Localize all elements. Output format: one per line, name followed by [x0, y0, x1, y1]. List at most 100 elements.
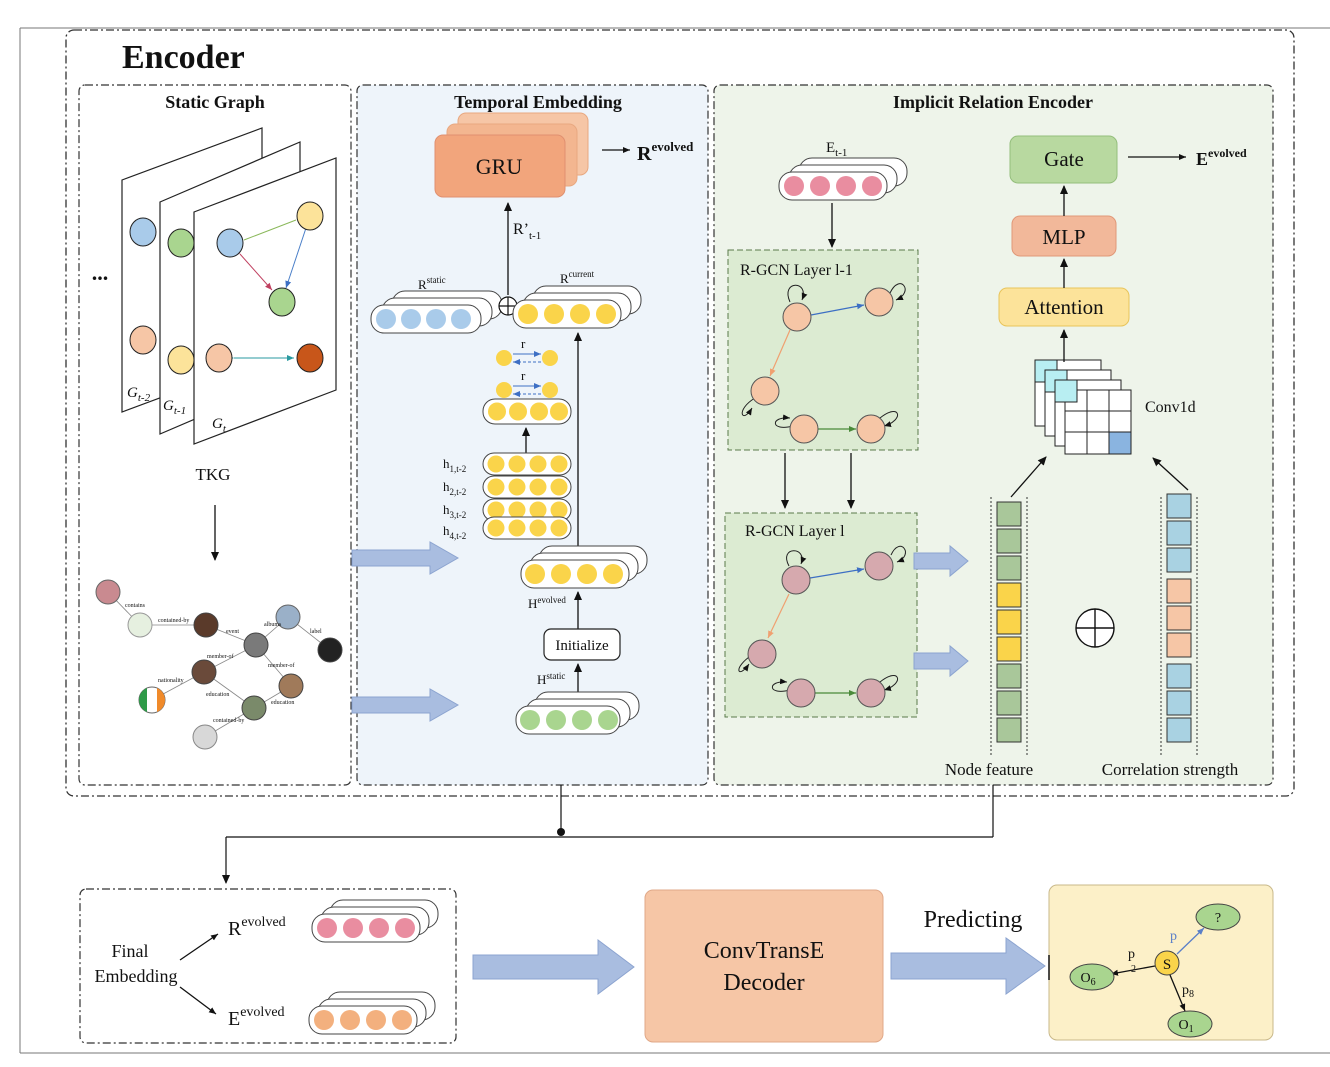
rgcn-layer-l-1	[727, 249, 919, 451]
node-feature-label: Node feature	[945, 760, 1033, 779]
h-row-label: h4,t-2	[443, 523, 466, 541]
flow-arrow	[351, 541, 460, 575]
svg-text:label: label	[310, 629, 322, 635]
subject-node	[1154, 950, 1180, 976]
rgcn-l-label: R-GCN Layer l	[745, 523, 845, 540]
flow-arrow	[913, 544, 969, 578]
static-graph-title: Static Graph	[165, 92, 265, 112]
svg-text:nationality: nationality	[158, 678, 184, 684]
object-node-o6	[1069, 963, 1115, 991]
conv1d-label: Conv1d	[1145, 399, 1196, 416]
h-row-label: h2,t-2	[443, 479, 466, 497]
predicting-label: Predicting	[924, 907, 1023, 933]
h-static-stack	[515, 691, 640, 735]
flow-arrow	[913, 644, 969, 678]
svg-text:education: education	[271, 700, 294, 706]
final-embedding-title-1: Final	[111, 941, 148, 961]
encoder-frame	[65, 29, 1295, 797]
graph-node	[205, 343, 233, 373]
graph-node	[296, 343, 324, 373]
svg-text:member-of: member-of	[268, 662, 295, 669]
graph-node	[268, 287, 296, 317]
decoder-block	[644, 889, 884, 1043]
r-prime-label: R’t-1	[513, 221, 541, 242]
flow-arrow	[472, 939, 635, 995]
gru-block	[434, 134, 566, 198]
mlp-label: MLP	[1042, 225, 1085, 249]
final-e-evolved: Eevolved	[228, 1005, 285, 1030]
tkg-label: TKG	[196, 465, 231, 484]
rgcn-graph-1	[741, 283, 906, 444]
graph-node	[167, 228, 195, 258]
r-static-label: Rstatic	[418, 275, 446, 292]
e-prev-stack	[778, 157, 908, 201]
temporal-embedding-panel: Temporal Embedding GRU Revolved R’t-1 Rs…	[356, 84, 709, 786]
svg-text:O6: O6	[1080, 971, 1095, 988]
conv1d-stack	[1034, 359, 1132, 455]
decoder-line2: Decoder	[723, 970, 804, 996]
flow-arrow	[890, 937, 1046, 995]
correlation-strength-label: Correlation strength	[1102, 760, 1239, 779]
r-static-stack	[370, 290, 503, 334]
query-node	[1195, 903, 1241, 931]
svg-text:p: p	[1170, 929, 1177, 944]
svg-text:event: event	[226, 629, 239, 635]
r-current-stack	[512, 285, 642, 329]
r-current-label: Rcurrent	[560, 269, 595, 286]
flag-icon	[138, 686, 166, 714]
rgcn-layer-l	[724, 512, 918, 718]
static-graph-panel: Static Graph ... Gt-2 Gt-1 Gt TKG	[78, 84, 352, 786]
node-feature-column	[990, 497, 1028, 755]
svg-text:albums: albums	[264, 622, 282, 628]
gru-label: GRU	[476, 154, 523, 179]
gate-block	[1009, 135, 1118, 184]
e-prev-label: Et-1	[826, 140, 847, 159]
svg-text:contained-by: contained-by	[158, 618, 189, 624]
final-r-evolved: Revolved	[228, 915, 286, 940]
svg-text:member-of: member-of	[207, 653, 234, 660]
flow-arrow	[351, 688, 460, 722]
h-static-label: Hstatic	[537, 671, 565, 687]
final-e-stack	[308, 991, 436, 1035]
svg-text:r: r	[521, 336, 526, 351]
graph-node	[129, 325, 157, 355]
svg-text:contained-by: contained-by	[213, 718, 244, 724]
object-node-o1	[1167, 1010, 1213, 1038]
initialize-box	[543, 628, 621, 661]
svg-text:contains: contains	[125, 603, 146, 609]
graph-node	[167, 345, 195, 375]
svg-text:r: r	[521, 368, 526, 383]
svg-text:p8: p8	[1182, 983, 1194, 1000]
svg-text:S: S	[1163, 957, 1171, 973]
attention-label: Attention	[1024, 295, 1104, 319]
graph-node	[296, 201, 324, 231]
final-embedding-panel: Final Embedding Revolved Eevolved	[79, 888, 457, 1044]
h-evolved-label: Hevolved	[528, 595, 566, 611]
h-evolved-stack	[520, 545, 648, 589]
svg-text:O1: O1	[1178, 1018, 1193, 1035]
junction-dot	[557, 828, 565, 836]
knowledge-graph-sketch: contains contained-by event albums label…	[95, 579, 343, 750]
correlation-strength-column	[1160, 493, 1198, 755]
final-r-stack	[311, 899, 439, 943]
svg-text:education: education	[206, 692, 229, 698]
final-embedding-title-2: Embedding	[95, 966, 178, 986]
encoder-title: Encoder	[122, 39, 245, 76]
decoder-line1: ConvTransE	[704, 938, 824, 964]
h-row-label: h3,t-2	[443, 502, 466, 520]
ellipsis: ...	[92, 260, 109, 285]
initialize-label: Initialize	[555, 638, 609, 654]
h-rows	[482, 452, 572, 540]
svg-text:p2: p2	[1128, 947, 1136, 975]
svg-text:?: ?	[1215, 911, 1221, 926]
r-evolved-top: Revolved	[637, 139, 694, 165]
graph-node	[216, 228, 244, 258]
implicit-encoder-title: Implicit Relation Encoder	[893, 92, 1093, 112]
graph-node	[129, 217, 157, 247]
implicit-relation-encoder-panel: Implicit Relation Encoder Et-1 R-GCN Lay…	[713, 84, 1274, 786]
temporal-embedding-title: Temporal Embedding	[454, 92, 622, 112]
e-evolved-top: Eevolved	[1196, 146, 1247, 169]
rgcn-graph-2	[738, 545, 906, 708]
